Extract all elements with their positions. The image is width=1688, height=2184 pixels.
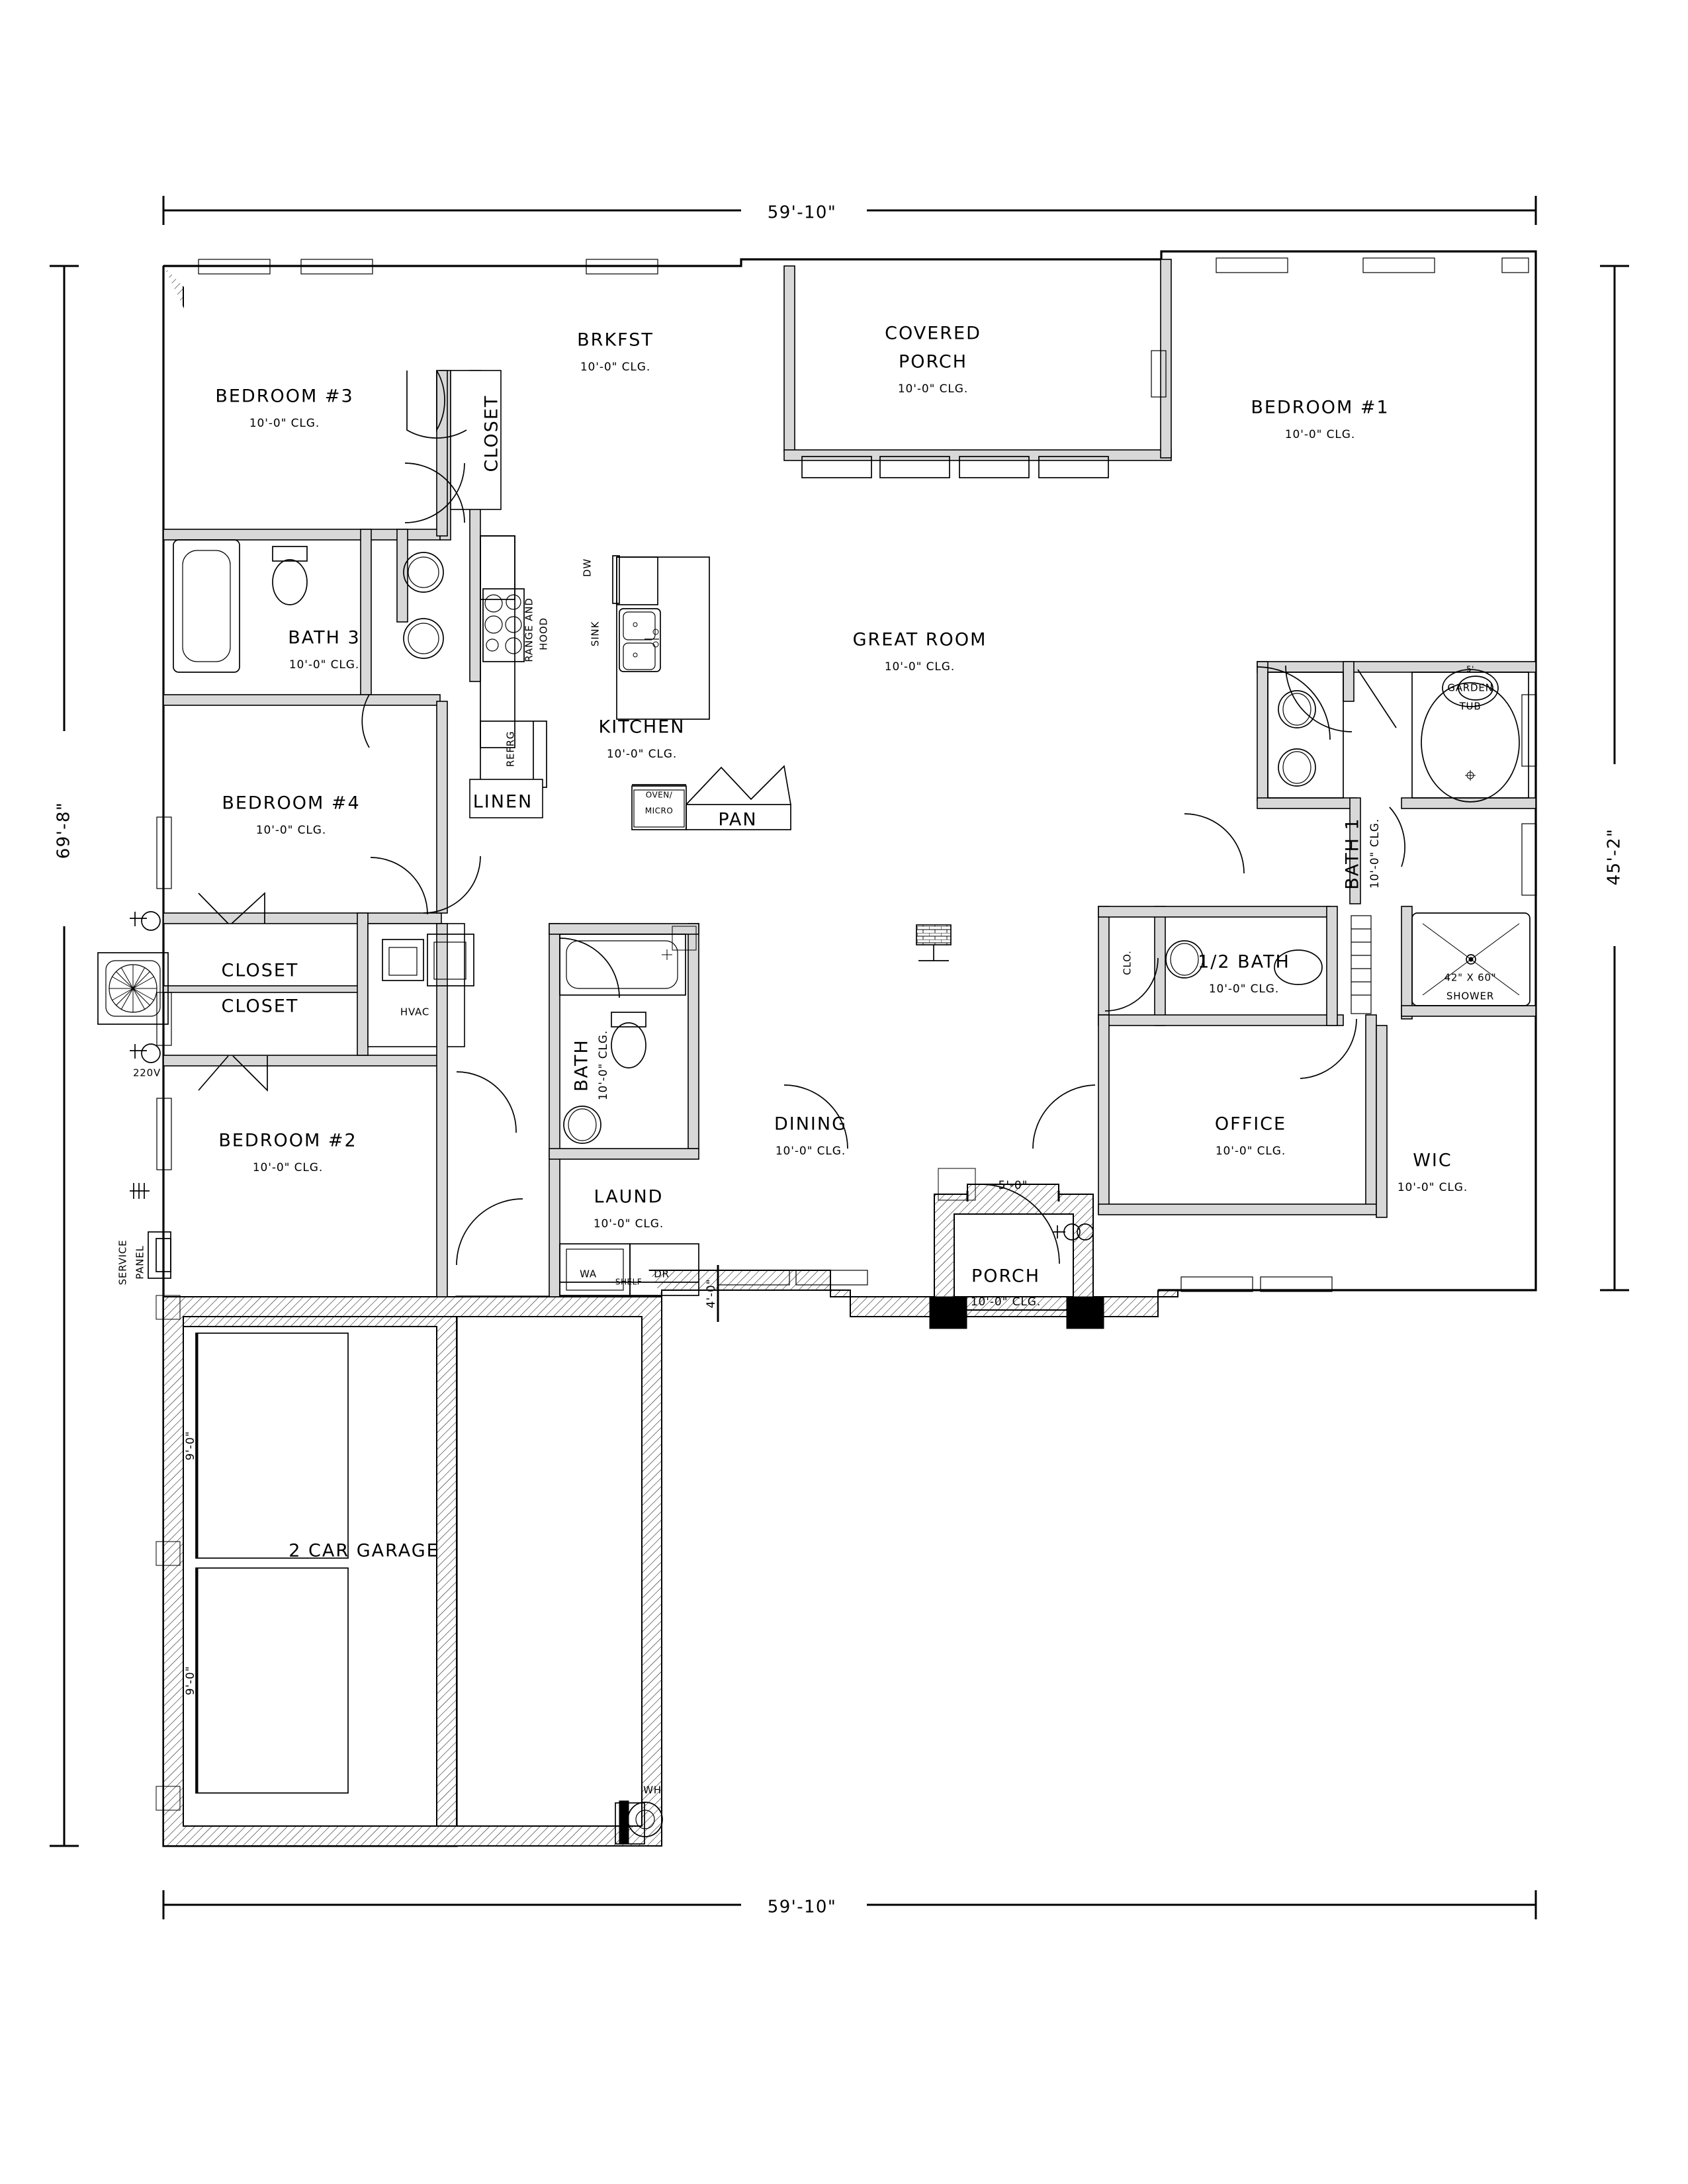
service-panel-label: SERVICE <box>117 1240 129 1286</box>
dim-top-label: 59'-10" <box>768 203 836 223</box>
room-labels: BEDROOM #3 10'-0" CLG. BRKFST 10'-0" CLG… <box>215 324 1468 1561</box>
water-heater-label: WH <box>643 1784 662 1796</box>
room-label-office: OFFICE <box>1215 1114 1286 1135</box>
room-label-covered-porch2: PORCH <box>899 352 967 372</box>
room-label-bath3: BATH 3 <box>288 628 360 648</box>
closet-label-bed3: CLOSET <box>482 395 502 472</box>
room-label-bedroom4: BEDROOM #4 <box>222 793 360 814</box>
front-porch: 5'-0" <box>929 1168 1104 1329</box>
room-label-bath2: BATH <box>572 1039 592 1092</box>
range-hood-label2: HOOD <box>538 617 550 650</box>
voltage-label: 220V <box>133 1067 161 1079</box>
room-label-bedroom2: BEDROOM #2 <box>218 1131 357 1151</box>
room-label-wic: WIC <box>1413 1151 1452 1171</box>
room-label-brkfst: BRKFST <box>577 330 654 351</box>
windows <box>156 257 1537 1292</box>
garage-door-dim-1: 9'-0" <box>184 1431 197 1461</box>
fixture-labels: DW SINK RANGE AND HOOD REFRG OVEN/ MICRO… <box>117 558 1497 1796</box>
ac-condenser <box>97 952 169 1025</box>
hvac-label: HVAC <box>400 1006 429 1018</box>
closet-label-office: CLO. <box>1122 950 1133 975</box>
oven-label: OVEN/ <box>646 791 673 800</box>
room-label-porch: PORCH <box>971 1266 1040 1287</box>
porch-opening-dim: 5'-0" <box>999 1179 1028 1192</box>
center-bath-walls <box>549 923 699 1297</box>
sink-label: SINK <box>590 621 601 647</box>
shower-size-label: 42" X 60" <box>1444 972 1497 984</box>
laundry-fixtures <box>559 1243 699 1296</box>
door-swings <box>198 370 1405 1266</box>
laund-dim-label: 4'-0" <box>705 1279 718 1309</box>
garage-details: 9'-0" 9'-0" <box>155 1295 663 1845</box>
dimension-right: 45'-2" <box>1600 265 1629 1291</box>
electric-symbols <box>130 911 1094 1279</box>
garden-label: GARDEN <box>1447 682 1493 694</box>
room-clg-covered-porch: 10'-0" CLG. <box>898 382 968 396</box>
room-clg-bath2: 10'-0" CLG. <box>597 1030 610 1100</box>
dim-bottom-label: 59'-10" <box>768 1898 836 1917</box>
room-clg-laund: 10'-0" CLG. <box>594 1217 664 1231</box>
room-label-greatroom: GREAT ROOM <box>853 630 987 650</box>
greatroom-walls <box>783 259 1172 961</box>
closet-label-a: CLOSET <box>222 961 299 981</box>
tub-size-label: 5' <box>1466 665 1474 674</box>
room-clg-greatroom: 10'-0" CLG. <box>885 660 955 674</box>
room-label-bedroom3: BEDROOM #3 <box>215 386 353 407</box>
room-label-laund: LAUND <box>594 1187 664 1207</box>
master-suite-walls <box>1098 661 1536 1218</box>
dishwasher-label: DW <box>582 558 594 577</box>
dimension-bottom: 59'-10" <box>162 1890 1537 1919</box>
kitchen-casework <box>469 535 791 830</box>
room-clg-bath3: 10'-0" CLG. <box>289 658 359 672</box>
washer-label: WA <box>580 1268 597 1280</box>
dryer-label: DR <box>654 1268 670 1280</box>
room-clg-porch: 10'-0" CLG. <box>971 1295 1041 1309</box>
closet-label-b: CLOSET <box>222 996 299 1017</box>
dimension-left: 69'-8" <box>50 265 79 1847</box>
bath3-fixtures <box>173 539 444 673</box>
room-label-dining: DINING <box>774 1114 847 1135</box>
service-panel-label2: PANEL <box>134 1245 146 1279</box>
room-label-halfbath: 1/2 BATH <box>1198 952 1290 973</box>
pantry-label: PAN <box>718 810 757 830</box>
garage-door-dim-2: 9'-0" <box>184 1666 197 1696</box>
room-clg-halfbath: 10'-0" CLG. <box>1209 983 1279 996</box>
room-clg-bath1: 10'-0" CLG. <box>1368 818 1382 889</box>
shower-label: SHOWER <box>1446 990 1494 1002</box>
room-label-garage: 2 CAR GARAGE <box>289 1541 439 1561</box>
room-label-bath1: BATH 1 <box>1343 817 1363 889</box>
dimension-top: 59'-10" <box>162 196 1537 225</box>
dim-right-label: 45'-2" <box>1605 828 1624 886</box>
room-clg-bedroom3: 10'-0" CLG. <box>249 417 320 430</box>
laund-exterior-dim: 4'-0" <box>705 1265 719 1322</box>
interior-walls-left <box>163 370 502 1297</box>
room-clg-bedroom1: 10'-0" CLG. <box>1285 428 1355 441</box>
room-clg-bedroom2: 10'-0" CLG. <box>253 1161 323 1174</box>
range-hood-label: RANGE AND <box>523 597 535 662</box>
micro-label: MICRO <box>645 807 674 816</box>
garage-walls <box>163 1306 457 1847</box>
closet-labels: CLOSET LINEN CLOSET CLOSET CLO. <box>222 395 1133 1017</box>
room-clg-wic: 10'-0" CLG. <box>1398 1181 1468 1194</box>
refrigerator-label: REFRG <box>505 731 517 767</box>
master-bath-fixtures <box>1165 669 1531 1014</box>
garage-body <box>163 1296 662 1847</box>
tub-label: TUB <box>1459 701 1482 713</box>
room-clg-office: 10'-0" CLG. <box>1216 1145 1286 1158</box>
closet-label-linen: LINEN <box>473 792 533 812</box>
room-label-covered-porch: COVERED <box>885 324 981 344</box>
dim-left-label: 69'-8" <box>54 802 74 859</box>
hvac-unit <box>382 934 474 986</box>
room-clg-bedroom4: 10'-0" CLG. <box>256 824 326 837</box>
room-clg-kitchen: 10'-0" CLG. <box>607 748 677 761</box>
room-label-kitchen: KITCHEN <box>599 717 686 738</box>
shelf-label: SHELF <box>615 1278 642 1287</box>
room-clg-brkfst: 10'-0" CLG. <box>580 361 650 374</box>
bath2-fixtures <box>559 926 697 1144</box>
room-clg-dining: 10'-0" CLG. <box>776 1145 846 1158</box>
room-label-bedroom1: BEDROOM #1 <box>1251 398 1389 418</box>
